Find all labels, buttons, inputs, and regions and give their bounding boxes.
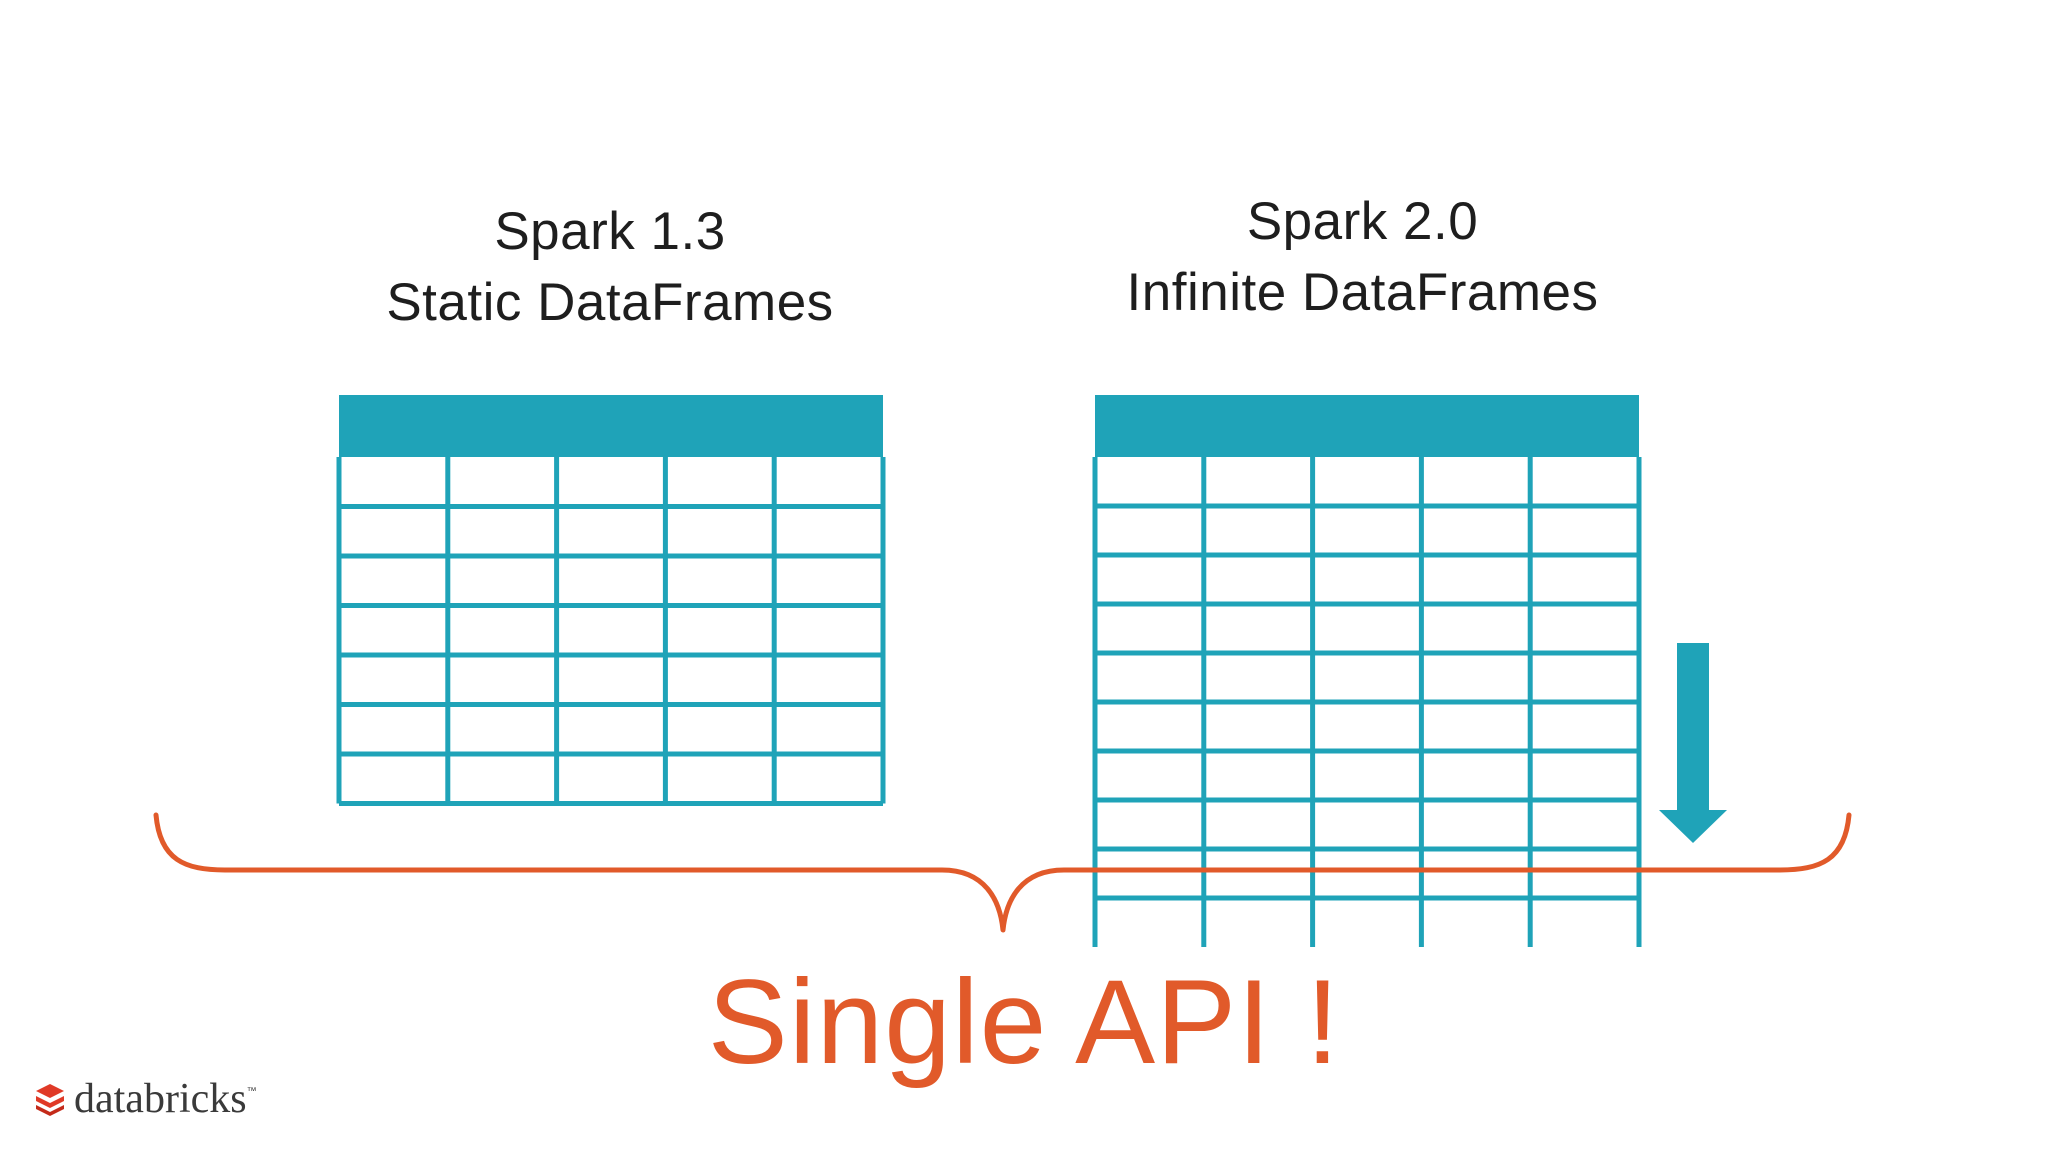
tagline: Single API ! [707, 955, 1341, 1089]
infinite-dataframe-table [1092, 395, 1642, 947]
down-arrow-head [1659, 810, 1727, 843]
static-dataframe-table [336, 395, 886, 806]
left-heading: Spark 1.3 Static DataFrames [380, 205, 840, 329]
down-arrow-icon [1659, 643, 1727, 843]
right-heading: Spark 2.0 Infinite DataFrames [1105, 195, 1620, 319]
down-arrow-shaft [1677, 643, 1709, 811]
left-heading-version: Spark 1.3 [494, 202, 726, 261]
logo-trademark: ™ [246, 1086, 257, 1097]
databricks-logo: databricks ™ [34, 1074, 257, 1124]
table-header-bar [1095, 395, 1639, 457]
table-header-bar [339, 395, 883, 457]
right-heading-version: Spark 2.0 [1246, 192, 1479, 251]
logo-wordmark: databricks [74, 1076, 247, 1122]
right-heading-subtitle: Infinite DataFrames [1126, 263, 1599, 322]
left-heading-subtitle: Static DataFrames [386, 273, 834, 332]
curly-brace [153, 812, 1852, 933]
databricks-logo-icon [36, 1084, 64, 1116]
